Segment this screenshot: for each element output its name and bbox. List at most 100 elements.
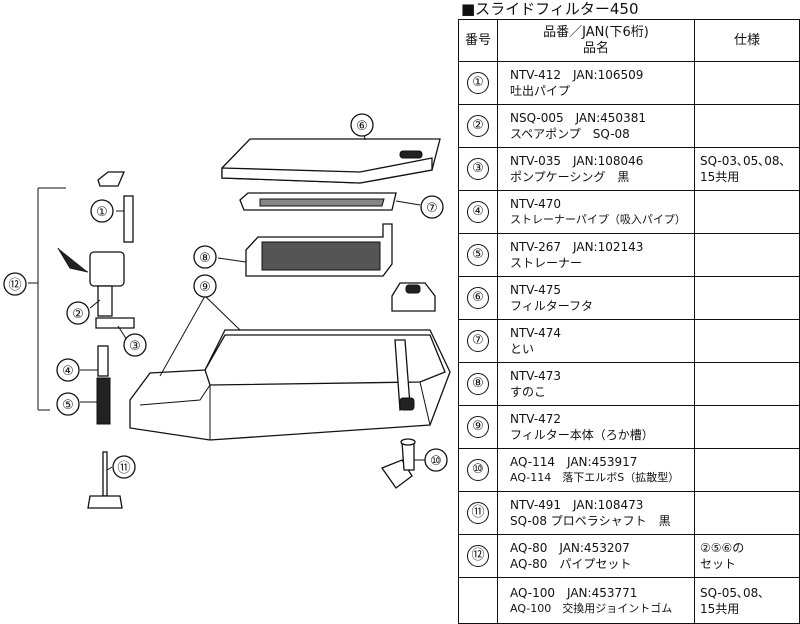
row-number: ④ (467, 201, 489, 223)
row-number: ⑥ (467, 287, 489, 309)
table-header-row: 番号 品番／JAN(下6桁) 品名 仕様 (458, 19, 800, 62)
header-spec: 仕様 (694, 19, 800, 62)
row-number: ⑩ (467, 459, 489, 481)
row-part-name: 吐出パイプ (510, 84, 571, 98)
label-3: ③ (123, 333, 147, 357)
row-spec-cell: SQ-03､05､08､ 15共用 (694, 147, 800, 191)
label-11-text: ⑪ (117, 461, 130, 476)
row-number-cell: ⑤ (458, 233, 498, 277)
row-part-name: ポンプケーシング 黒 (510, 170, 630, 184)
label-9-text: ⑨ (199, 280, 211, 295)
row-number-cell: ⑫ (458, 534, 498, 578)
label-7: ⑦ (420, 195, 444, 219)
row-number: ② (467, 115, 489, 137)
row-part-name: フィルター本体（ろか槽） (510, 428, 654, 442)
row-part-code: NTV-474 (510, 326, 562, 340)
label-7-text: ⑦ (426, 201, 438, 216)
row-spec-cell (694, 190, 800, 234)
label-5: ⑤ (56, 392, 80, 416)
label-2: ② (66, 301, 90, 325)
propeller-shaft-part (87, 451, 123, 509)
row-number: ⑧ (467, 373, 489, 395)
label-8: ⑧ (193, 245, 217, 269)
header-name: 品番／JAN(下6桁) 品名 (497, 19, 695, 62)
row-spec-cell: SQ-05､08､15共用 (694, 577, 800, 624)
row-number-cell: ① (458, 61, 498, 105)
row-number: ① (467, 72, 489, 94)
label-10: ⑩ (424, 448, 448, 472)
filter-body-part (129, 329, 451, 441)
header-name-line2: 品名 (582, 40, 609, 56)
row-spec-cell (694, 448, 800, 492)
row-number-cell: ⑦ (458, 319, 498, 363)
row-spec-cell (694, 405, 800, 449)
row-part-name: AQ-80 パイプセット (510, 557, 632, 571)
row-number: ⑦ (467, 330, 489, 352)
row-part-code: NTV-473 (510, 369, 562, 383)
label-6-text: ⑥ (356, 119, 368, 134)
parts-table: 番号 品番／JAN(下6桁) 品名 仕様 ① NTV-412 JAN:10650… (458, 19, 800, 624)
row-spec-cell (694, 276, 800, 320)
row-number-cell: ⑧ (458, 362, 498, 406)
row-part-code: NTV-470 (510, 197, 562, 211)
row-number: ⑤ (467, 244, 489, 266)
row-part-code: AQ-114 JAN:453917 (510, 455, 638, 469)
row-spec-cell (694, 362, 800, 406)
row-part-code: NTV-267 JAN:102143 (510, 240, 644, 254)
row-number: ③ (467, 158, 489, 180)
label-1-text: ① (96, 205, 108, 220)
row-part-name: AQ-114 落下エルボS（拡散型） (510, 471, 680, 484)
trough-part (239, 192, 397, 211)
row-spec-cell (694, 233, 800, 277)
row-spec-cell: ②⑤⑥のセット (694, 534, 800, 578)
row-part-name: ストレーナー (510, 256, 583, 270)
row-part-name: とい (510, 342, 535, 356)
row-spec-line2: 15共用 (700, 601, 740, 616)
row-number-cell: ⑨ (458, 405, 498, 449)
table-row: ⑨ NTV-472 フィルター本体（ろか槽） (458, 405, 800, 449)
row-name-cell: NTV-472 フィルター本体（ろか槽） (497, 405, 695, 449)
row-name-cell: NTV-267 JAN:102143 ストレーナー (497, 233, 695, 277)
row-spec-line2: 15共用 (700, 170, 740, 184)
row-part-code: NSQ-005 JAN:450381 (510, 111, 646, 125)
row-name-cell: NTV-474 とい (497, 319, 695, 363)
label-3-text: ③ (129, 339, 141, 354)
label-12: ⑫ (3, 272, 27, 296)
row-part-name: フィルターフタ (510, 299, 594, 313)
row-part-code: AQ-80 JAN:453207 (510, 541, 630, 555)
label-4-text: ④ (62, 364, 74, 379)
row-spec-line1: SQ-03､05､08､ (700, 154, 786, 168)
row-spec-cell (694, 61, 800, 105)
row-number: ⑫ (467, 545, 489, 567)
row-spec-line2: セット (700, 557, 737, 571)
lid-stopper-part (391, 282, 436, 312)
row-number: ⑨ (467, 416, 489, 438)
row-number-cell: ③ (458, 147, 498, 191)
row-number-cell: ⑩ (458, 448, 498, 492)
label-1: ① (90, 199, 114, 223)
row-part-name: AQ-100 交換用ジョイントゴム (510, 601, 673, 615)
row-spec-line1: ②⑤⑥の (700, 541, 745, 555)
row-part-code: NTV-472 (510, 412, 562, 426)
label-2-text: ② (72, 307, 84, 322)
header-number: 番号 (458, 19, 498, 62)
label-5-text: ⑤ (62, 398, 74, 413)
row-number-cell: ④ (458, 190, 498, 234)
label-6: ⑥ (350, 113, 374, 137)
row-part-code: AQ-100 JAN:453771 (510, 585, 638, 600)
table-row: ⑤ NTV-267 JAN:102143 ストレーナー (458, 233, 800, 277)
